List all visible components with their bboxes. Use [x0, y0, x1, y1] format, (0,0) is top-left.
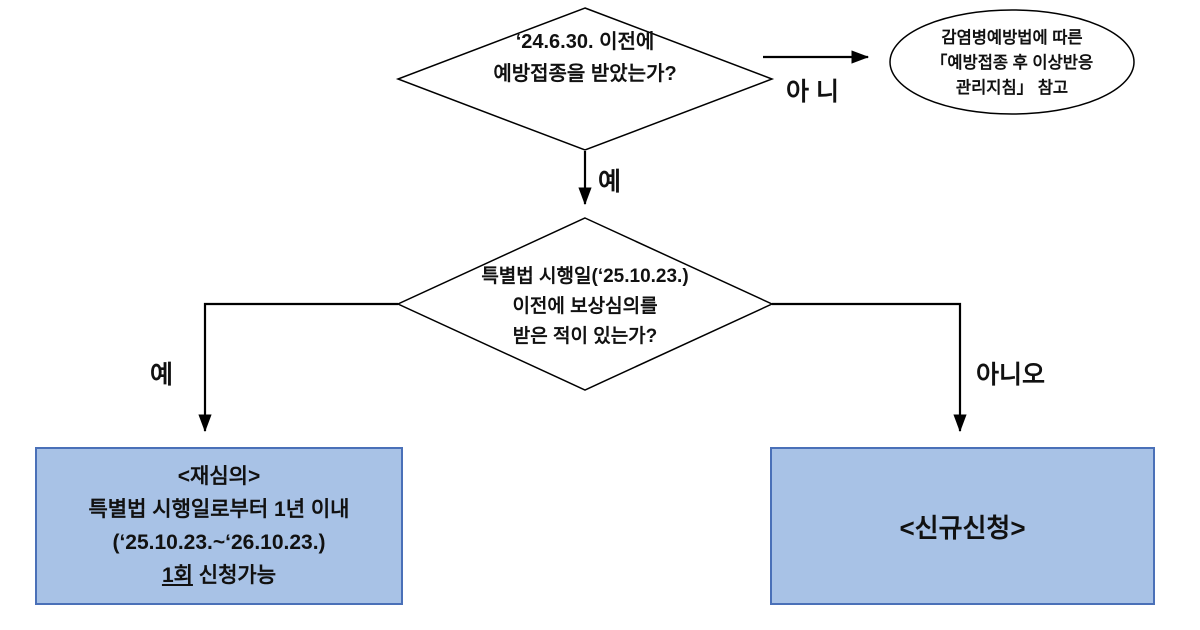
- terminal-oval: [889, 9, 1135, 115]
- decision-1-text: ‘24.6.30. 이전에 예방접종을 받았는가?: [405, 26, 765, 90]
- terminal-oval-text: 감염병예방법에 따른 「예방접종 후 이상반응 관리지침」 참고: [893, 26, 1131, 101]
- result-box-rereview: <재심의> 특별법 시행일로부터 1년 이내 (‘25.10.23.~‘26.1…: [35, 447, 403, 605]
- rereview-line-4-rest: 신청가능: [192, 564, 277, 587]
- decision-2-line-2: 이전에 보상심의를: [512, 296, 658, 317]
- decision-1-line-1: ‘24.6.30. 이전에: [515, 31, 655, 53]
- new-application-label: <신규신청>: [899, 512, 1026, 543]
- branch-label-no-right: 아니오: [976, 361, 1046, 389]
- rereview-title: <재심의>: [177, 465, 261, 488]
- decision-2-text: 특별법 시행일(‘25.10.23.) 이전에 보상심의를 받은 적이 있는가?: [425, 262, 745, 352]
- decision-diamond-1: [395, 7, 775, 151]
- branch-label-yes-left: 예: [150, 361, 174, 389]
- decision-2-line-3: 받은 적이 있는가?: [512, 326, 658, 347]
- connector-yes-left: [198, 302, 398, 433]
- branch-label-no-top: 아 니: [786, 78, 839, 106]
- terminal-oval-line-1: 감염병예방법에 따른: [941, 29, 1083, 47]
- rereview-line-2: 특별법 시행일로부터 1년 이내: [88, 498, 350, 521]
- decision-2-line-1: 특별법 시행일(‘25.10.23.): [481, 266, 689, 287]
- rereview-line-4-underlined: 1회: [161, 564, 193, 587]
- decision-1-line-2: 예방접종을 받았는가?: [493, 63, 677, 85]
- terminal-oval-line-3: 관리지침」 참고: [955, 79, 1069, 97]
- terminal-oval-line-2: 「예방접종 후 이상반응: [930, 54, 1094, 72]
- rereview-line-3: (‘25.10.23.~‘26.10.23.): [112, 531, 326, 554]
- branch-label-yes-middle: 예: [598, 168, 622, 196]
- connector-no-right: [772, 302, 967, 433]
- decision-diamond-2: [396, 217, 774, 391]
- rereview-line-4: 1회 신청가능: [162, 559, 276, 592]
- result-box-new-application: <신규신청>: [770, 447, 1155, 605]
